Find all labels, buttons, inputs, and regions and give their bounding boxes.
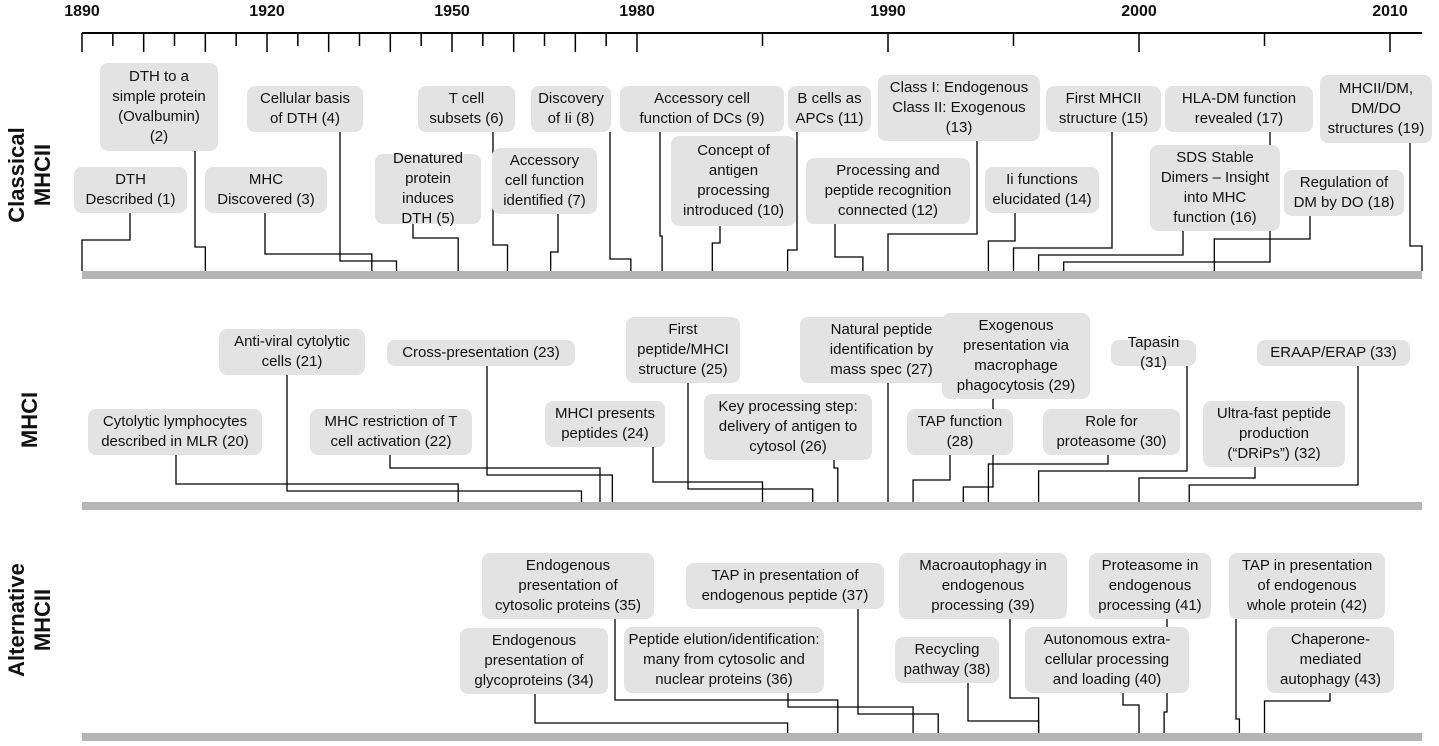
event-box-7: Accessory cell function identified (7) bbox=[492, 148, 597, 214]
event-box-3: MHC Discovered (3) bbox=[205, 167, 327, 213]
event-box-32: Ultra-fast peptide production (“DRiPs”) … bbox=[1203, 401, 1345, 467]
event-connectors bbox=[81, 132, 1423, 733]
baseline-alternative-mhcii bbox=[82, 733, 1422, 741]
event-box-19: MHCII/DM, DM/DO structures (19) bbox=[1320, 75, 1432, 143]
connector-39 bbox=[1009, 619, 1040, 733]
event-box-28: TAP function (28) bbox=[907, 409, 1013, 455]
event-box-43: Chaperone- mediated autophagy (43) bbox=[1267, 627, 1394, 693]
event-box-2: DTH to a simple protein (Ovalbumin) (2) bbox=[100, 63, 218, 151]
event-box-26: Key processing step: delivery of antigen… bbox=[704, 394, 872, 460]
year-label: 1990 bbox=[870, 3, 906, 20]
connector-8 bbox=[609, 132, 632, 271]
event-box-12: Processing and peptide recognition conne… bbox=[806, 158, 970, 224]
connector-28 bbox=[912, 455, 951, 502]
connector-19 bbox=[1409, 143, 1423, 271]
connector-1 bbox=[81, 213, 131, 271]
event-box-13: Class I: Endogenous Class II: Exogenous … bbox=[878, 75, 1040, 141]
row-label-mhci: MHCI bbox=[17, 391, 42, 449]
connector-11 bbox=[786, 132, 798, 271]
event-box-11: B cells as APCs (11) bbox=[788, 86, 871, 132]
connector-33 bbox=[1188, 366, 1359, 502]
connector-9 bbox=[659, 132, 663, 271]
connector-12 bbox=[834, 224, 864, 271]
connector-4 bbox=[339, 132, 398, 271]
event-box-6: T cell subsets (6) bbox=[418, 86, 515, 132]
event-box-23: Cross-presentation (23) bbox=[387, 340, 575, 366]
axis-ticks bbox=[81, 33, 1391, 52]
event-box-15: First MHCII structure (15) bbox=[1046, 86, 1161, 132]
year-label: 1890 bbox=[64, 3, 100, 20]
event-box-18: Regulation of DM by DO (18) bbox=[1284, 170, 1404, 216]
event-box-1: DTH Described (1) bbox=[74, 167, 187, 213]
event-box-42: TAP in presentation of endogenous whole … bbox=[1229, 553, 1385, 619]
event-box-37: TAP in presentation of endogenous peptid… bbox=[686, 563, 884, 609]
connector-36 bbox=[787, 693, 914, 733]
connector-14 bbox=[987, 213, 1016, 271]
event-box-40: Autonomous extra- cellular processing an… bbox=[1025, 627, 1189, 693]
connector-13 bbox=[887, 141, 978, 271]
connector-40 bbox=[1122, 693, 1140, 733]
event-box-14: Ii functions elucidated (14) bbox=[985, 167, 1099, 213]
event-box-29: Exogenous presentation via macrophage ph… bbox=[942, 313, 1090, 399]
event-box-41: Proteasome in endogenous processing (41) bbox=[1089, 553, 1211, 619]
connector-25 bbox=[687, 383, 814, 502]
connector-30 bbox=[987, 455, 1109, 502]
connector-26 bbox=[833, 460, 839, 502]
connector-18 bbox=[1213, 216, 1311, 271]
connector-31 bbox=[1037, 366, 1188, 502]
connector-23 bbox=[486, 366, 613, 502]
connector-16 bbox=[1037, 231, 1184, 271]
event-box-20: Cytolytic lymphocytes described in MLR (… bbox=[88, 409, 262, 455]
connector-7 bbox=[550, 214, 559, 271]
event-box-39: Macroautophagy in endogenous processing … bbox=[899, 553, 1067, 619]
year-label: 2010 bbox=[1372, 3, 1408, 20]
event-box-4: Cellular basis of DTH (4) bbox=[247, 86, 363, 132]
event-box-22: MHC restriction of T cell activation (22… bbox=[310, 409, 472, 455]
connector-24 bbox=[652, 447, 764, 502]
event-box-21: Anti-viral cytolytic cells (21) bbox=[219, 329, 365, 375]
event-box-5: Denatured protein induces DTH (5) bbox=[375, 150, 481, 227]
connector-2 bbox=[194, 151, 206, 271]
connector-20 bbox=[175, 455, 459, 502]
event-box-35: Endogenous presentation of cytosolic pro… bbox=[482, 553, 654, 619]
event-box-16: SDS Stable Dimers – Insight into MHC fun… bbox=[1150, 145, 1280, 231]
connector-34 bbox=[534, 694, 789, 733]
connector-37 bbox=[857, 609, 939, 733]
connector-21 bbox=[286, 375, 583, 502]
event-box-10: Concept of antigen processing introduced… bbox=[671, 136, 796, 226]
row-label-alternative-mhcii: Alternative MHCII bbox=[4, 563, 55, 677]
connector-32 bbox=[1138, 467, 1256, 502]
connector-10 bbox=[711, 226, 721, 271]
connector-15 bbox=[1012, 132, 1113, 271]
event-box-31: Tapasin (31) bbox=[1111, 334, 1196, 371]
year-label: 1950 bbox=[434, 3, 470, 20]
connector-43 bbox=[1263, 693, 1331, 733]
event-box-34: Endogenous presentation of glycoproteins… bbox=[460, 628, 608, 694]
connector-35 bbox=[614, 619, 839, 733]
event-box-24: MHCI presents peptides (24) bbox=[545, 401, 665, 447]
event-box-25: First peptide/MHCI structure (25) bbox=[626, 317, 740, 383]
row-label-classical-mhcii: Classical MHCII bbox=[4, 127, 55, 223]
connector-3 bbox=[264, 213, 373, 271]
year-label: 1980 bbox=[619, 3, 655, 20]
event-box-8: Discovery of Ii (8) bbox=[531, 86, 611, 132]
event-box-17: HLA-DM function revealed (17) bbox=[1165, 86, 1313, 132]
event-box-30: Role for proteasome (30) bbox=[1043, 409, 1180, 455]
event-box-33: ERAAP/ERAP (33) bbox=[1257, 340, 1410, 366]
baseline-classical-mhcii bbox=[82, 271, 1422, 279]
connector-42 bbox=[1235, 619, 1241, 733]
event-box-36: Peptide elution/identification: many fro… bbox=[624, 627, 824, 693]
event-box-9: Accessory cell function of DCs (9) bbox=[620, 86, 784, 132]
event-box-38: Recycling pathway (38) bbox=[895, 637, 999, 683]
year-label: 2000 bbox=[1121, 3, 1157, 20]
connector-5 bbox=[412, 224, 459, 271]
baseline-mhci bbox=[82, 502, 1422, 510]
connector-22 bbox=[389, 455, 601, 502]
event-box-27: Natural peptide identification by mass s… bbox=[800, 317, 963, 383]
year-label: 1920 bbox=[249, 3, 285, 20]
